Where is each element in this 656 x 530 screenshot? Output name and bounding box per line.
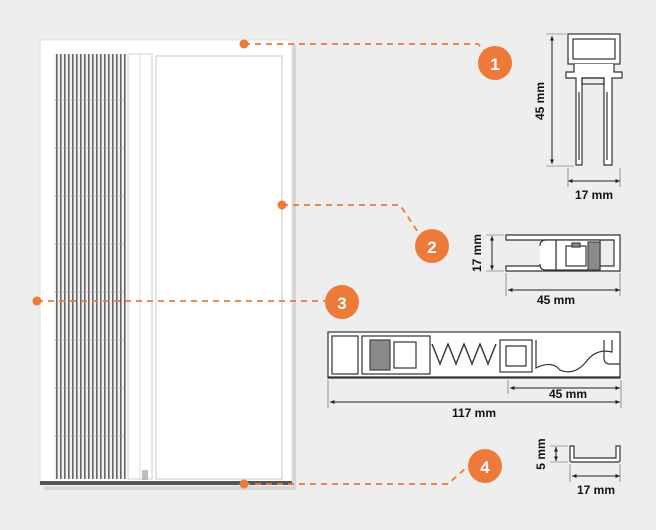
anchor-dot-2 <box>277 200 287 210</box>
marker-3: 3 <box>325 285 359 319</box>
marker-4: 4 <box>468 449 502 483</box>
profile-3-total-width-label: 117 mm <box>452 406 496 420</box>
leader-line-4 <box>244 465 469 485</box>
marker-4-number: 4 <box>480 458 490 477</box>
pleated-mesh <box>54 54 126 479</box>
profile-2-height-label: 17 mm <box>470 234 484 272</box>
door-frame <box>39 39 296 490</box>
leader-line-2 <box>282 204 419 233</box>
moving-bar <box>127 53 153 480</box>
marker-1: 1 <box>478 46 512 80</box>
profile-4-section <box>569 445 621 463</box>
profile-2-dimensions: 17 mm 45 mm <box>470 234 621 307</box>
marker-2: 2 <box>415 229 449 263</box>
profile-1-width-label: 17 mm <box>575 188 613 202</box>
marker-2-number: 2 <box>427 238 436 257</box>
profile-3-dimensions: 45 mm 117 mm <box>327 380 622 420</box>
profile-2-section <box>505 234 621 272</box>
anchor-dot-1 <box>239 39 249 49</box>
marker-1-number: 1 <box>490 55 499 74</box>
anchor-dot-4 <box>239 479 249 489</box>
profile-4-dimensions: 5 mm 17 mm <box>534 438 621 497</box>
profile-4-width-label: 17 mm <box>577 483 615 497</box>
profile-1-section <box>565 33 623 166</box>
profile-4-height-label: 5 mm <box>534 438 548 469</box>
anchor-dot-3 <box>32 296 42 306</box>
profile-2-width-label: 45 mm <box>537 293 575 307</box>
marker-3-number: 3 <box>337 294 346 313</box>
profile-3-partial-width-label: 45 mm <box>549 387 587 401</box>
profile-1-height-label: 45 mm <box>533 82 547 120</box>
profile-1-dimensions: 45 mm 17 mm <box>533 33 621 202</box>
profile-3-section <box>327 331 621 379</box>
